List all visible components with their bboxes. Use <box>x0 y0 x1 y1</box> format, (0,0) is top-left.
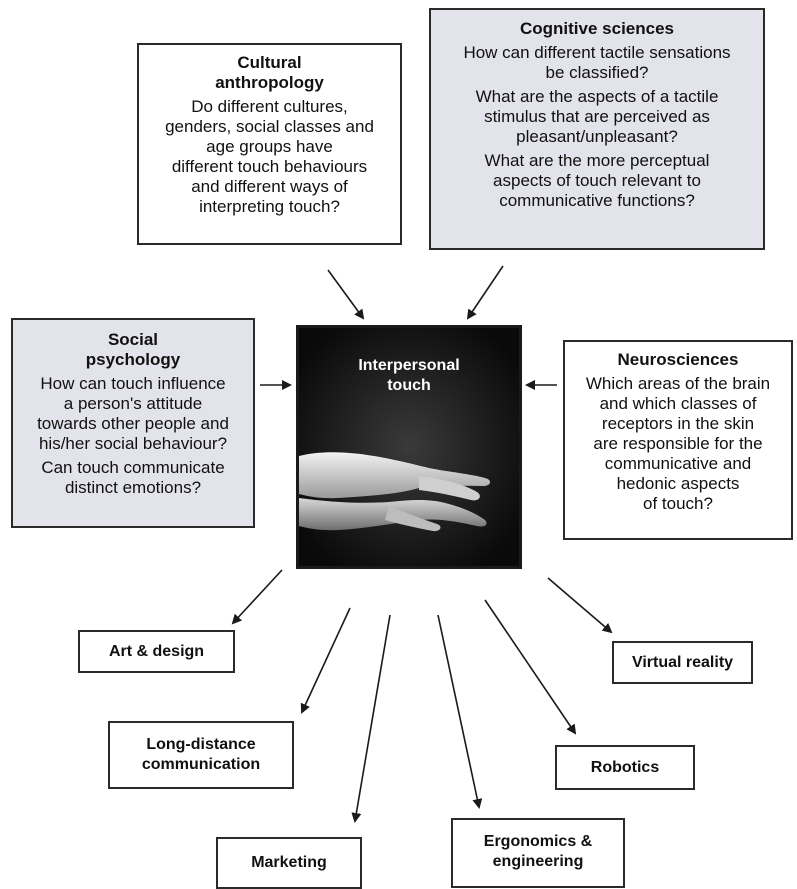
cognitive-q2-line: pleasant/unpleasant? <box>516 127 678 146</box>
neurosciences-box: Neurosciences Which areas of the brain a… <box>563 340 793 540</box>
cognitive-question-2: What are the aspects of a tactile stimul… <box>431 87 763 147</box>
cultural-question-line: and different ways of <box>191 177 348 196</box>
cultural-question-line: different touch behaviours <box>171 157 368 176</box>
hands-illustration <box>299 328 519 566</box>
neuro-question-line: of touch? <box>643 494 713 513</box>
marketing-label: Marketing <box>251 854 327 871</box>
ergonomics-label-line2: engineering <box>492 853 584 870</box>
cultural-question-line: interpreting touch? <box>199 197 340 216</box>
cultural-title-line2: anthropology <box>215 73 324 92</box>
cognitive-q3-line: aspects of touch relevant to <box>493 171 701 190</box>
social-q2-line: Can touch communicate <box>41 458 225 477</box>
virtual-reality-label: Virtual reality <box>631 653 734 671</box>
cognitive-title: Cognitive sciences <box>519 19 674 38</box>
cognitive-q3-line: What are the more perceptual <box>484 151 710 170</box>
arrow-center-to-long-distance <box>300 607 351 714</box>
center-title: Interpersonal touch <box>299 356 519 396</box>
virtual-reality-box: Virtual reality <box>612 641 753 684</box>
neuro-question-line: receptors in the skin <box>601 414 755 433</box>
arrow-center-to-art <box>231 569 283 625</box>
social-psychology-box: Social psychology How can touch influenc… <box>11 318 255 528</box>
cognitive-question-1: How can different tactile sensations be … <box>431 43 763 83</box>
cultural-question-line: age groups have <box>206 137 333 156</box>
arrow-center-to-ergonomics <box>437 614 483 809</box>
social-question-2: Can touch communicate distinct emotions? <box>13 458 253 498</box>
art-design-box: Art & design <box>78 630 235 673</box>
cognitive-sciences-box: Cognitive sciences How can different tac… <box>429 8 765 250</box>
arrow-center-to-virtual-reality <box>547 577 613 634</box>
neuro-title: Neurosciences <box>617 350 739 369</box>
ergonomics-engineering-box: Ergonomics & engineering <box>451 818 625 888</box>
cognitive-q1-line: be classified? <box>545 63 649 82</box>
long-distance-label-line1: Long-distance <box>146 736 256 753</box>
robotics-label: Robotics <box>590 758 660 776</box>
arrow-center-to-robotics <box>484 599 577 735</box>
cultural-question-line: Do different cultures, <box>191 97 348 116</box>
neuro-question-line: are responsible for the <box>593 434 763 453</box>
arrow-cultural-to-center <box>327 269 365 320</box>
social-q1-line: a person's attitude <box>63 394 203 413</box>
neuro-question-line: communicative and <box>604 454 752 473</box>
center-title-line2: touch <box>387 377 431 394</box>
center-title-line1: Interpersonal <box>358 357 460 374</box>
neuro-question-line: and which classes of <box>599 394 757 413</box>
ergonomics-label-line1: Ergonomics & <box>483 833 593 850</box>
social-title-line2: psychology <box>85 350 181 369</box>
arrow-cognitive-to-center <box>466 265 504 320</box>
social-q1-line: towards other people and <box>37 414 229 433</box>
long-distance-label-line2: communication <box>141 756 261 773</box>
cognitive-question-3: What are the more perceptual aspects of … <box>431 151 763 211</box>
neuro-question-line: Which areas of the brain <box>585 374 771 393</box>
cultural-question-line: genders, social classes and <box>165 117 374 136</box>
marketing-box: Marketing <box>216 837 362 889</box>
social-q1-line: How can touch influence <box>40 374 226 393</box>
long-distance-communication-box: Long-distance communication <box>108 721 294 789</box>
cultural-question: Do different cultures, genders, social c… <box>139 97 400 217</box>
social-q1-line: his/her social behaviour? <box>38 434 228 453</box>
social-title-line1: Social <box>107 330 159 349</box>
art-design-label: Art & design <box>108 642 205 660</box>
robotics-box: Robotics <box>555 745 695 790</box>
neuro-question-line: hedonic aspects <box>616 474 740 493</box>
cognitive-q3-line: communicative functions? <box>499 191 695 210</box>
cognitive-q2-line: What are the aspects of a tactile <box>475 87 719 106</box>
cultural-title-line1: Cultural <box>237 53 302 72</box>
social-q2-line: distinct emotions? <box>64 478 202 497</box>
interpersonal-touch-image: Interpersonal touch <box>296 325 522 569</box>
cognitive-q1-line: How can different tactile sensations <box>463 43 731 62</box>
cognitive-q2-line: stimulus that are perceived as <box>484 107 710 126</box>
social-question-1: How can touch influence a person's attit… <box>13 374 253 454</box>
arrow-center-to-marketing <box>351 614 391 823</box>
neuro-question: Which areas of the brain and which class… <box>565 374 791 514</box>
cultural-anthropology-box: Cultural anthropology Do different cultu… <box>137 43 402 245</box>
